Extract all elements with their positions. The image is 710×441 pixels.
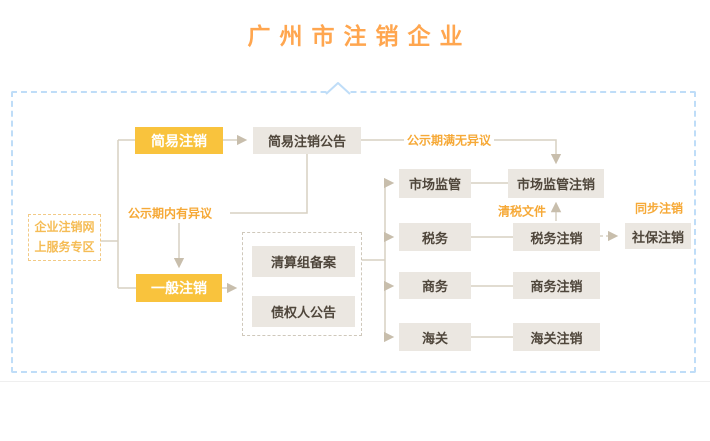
node-commerce-cancel: 商务注销 xyxy=(513,272,600,299)
edge-objection-return xyxy=(230,154,308,214)
frame-notch-caret xyxy=(325,82,351,95)
node-liquidation-filing: 清算组备案 xyxy=(252,246,355,277)
node-market-supervision: 市场监管 xyxy=(399,169,471,198)
node-tax: 税务 xyxy=(399,223,471,251)
edge-label-no-objection: 公示期满无异议 xyxy=(403,131,495,149)
bottom-divider xyxy=(0,381,710,382)
node-simple-notice: 简易注销公告 xyxy=(253,127,361,154)
node-customs: 海关 xyxy=(399,323,471,351)
flow-frame xyxy=(11,91,696,373)
node-simple-cancel: 简易注销 xyxy=(135,127,223,154)
node-market-supervision-cancel: 市场监管注销 xyxy=(508,169,604,198)
portal-box: 企业注销网上服务专区 xyxy=(28,214,101,261)
edge-label-tax-clearance: 清税文件 xyxy=(494,202,550,220)
node-creditor-notice: 债权人公告 xyxy=(252,296,355,327)
node-customs-cancel: 海关注销 xyxy=(513,323,600,351)
node-commerce: 商务 xyxy=(399,272,471,299)
node-tax-cancel: 税务注销 xyxy=(513,223,600,251)
edge-label-objection: 公示期内有异议 xyxy=(124,204,216,222)
portal-label: 企业注销网上服务专区 xyxy=(34,220,95,254)
node-general-cancel: 一般注销 xyxy=(136,274,222,302)
node-social-security-cancel: 社保注销 xyxy=(625,223,691,249)
edge-label-sync-cancel: 同步注销 xyxy=(631,199,687,217)
page-title: 广州市注销企业 xyxy=(247,23,472,49)
